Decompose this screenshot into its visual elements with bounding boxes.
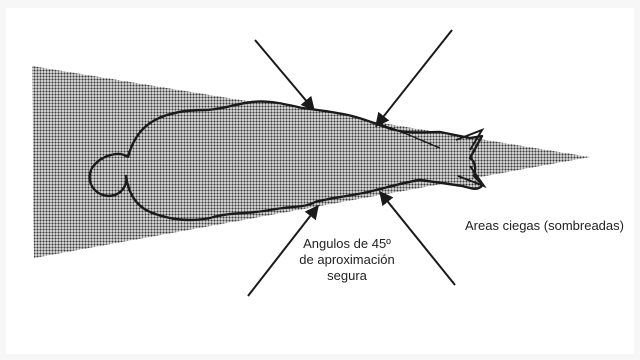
approach-label-line-2: de aproximación — [282, 252, 412, 268]
blind-areas-label: Areas ciegas (sombreadas) — [465, 218, 624, 234]
approach-label-line-1: Angulos de 45º — [282, 236, 412, 252]
approach-angle-label: Angulos de 45º de aproximación segura — [282, 236, 412, 284]
arrow-upper-left — [255, 40, 314, 110]
approach-label-line-3: segura — [282, 268, 412, 284]
arrow-upper-right — [376, 30, 452, 126]
